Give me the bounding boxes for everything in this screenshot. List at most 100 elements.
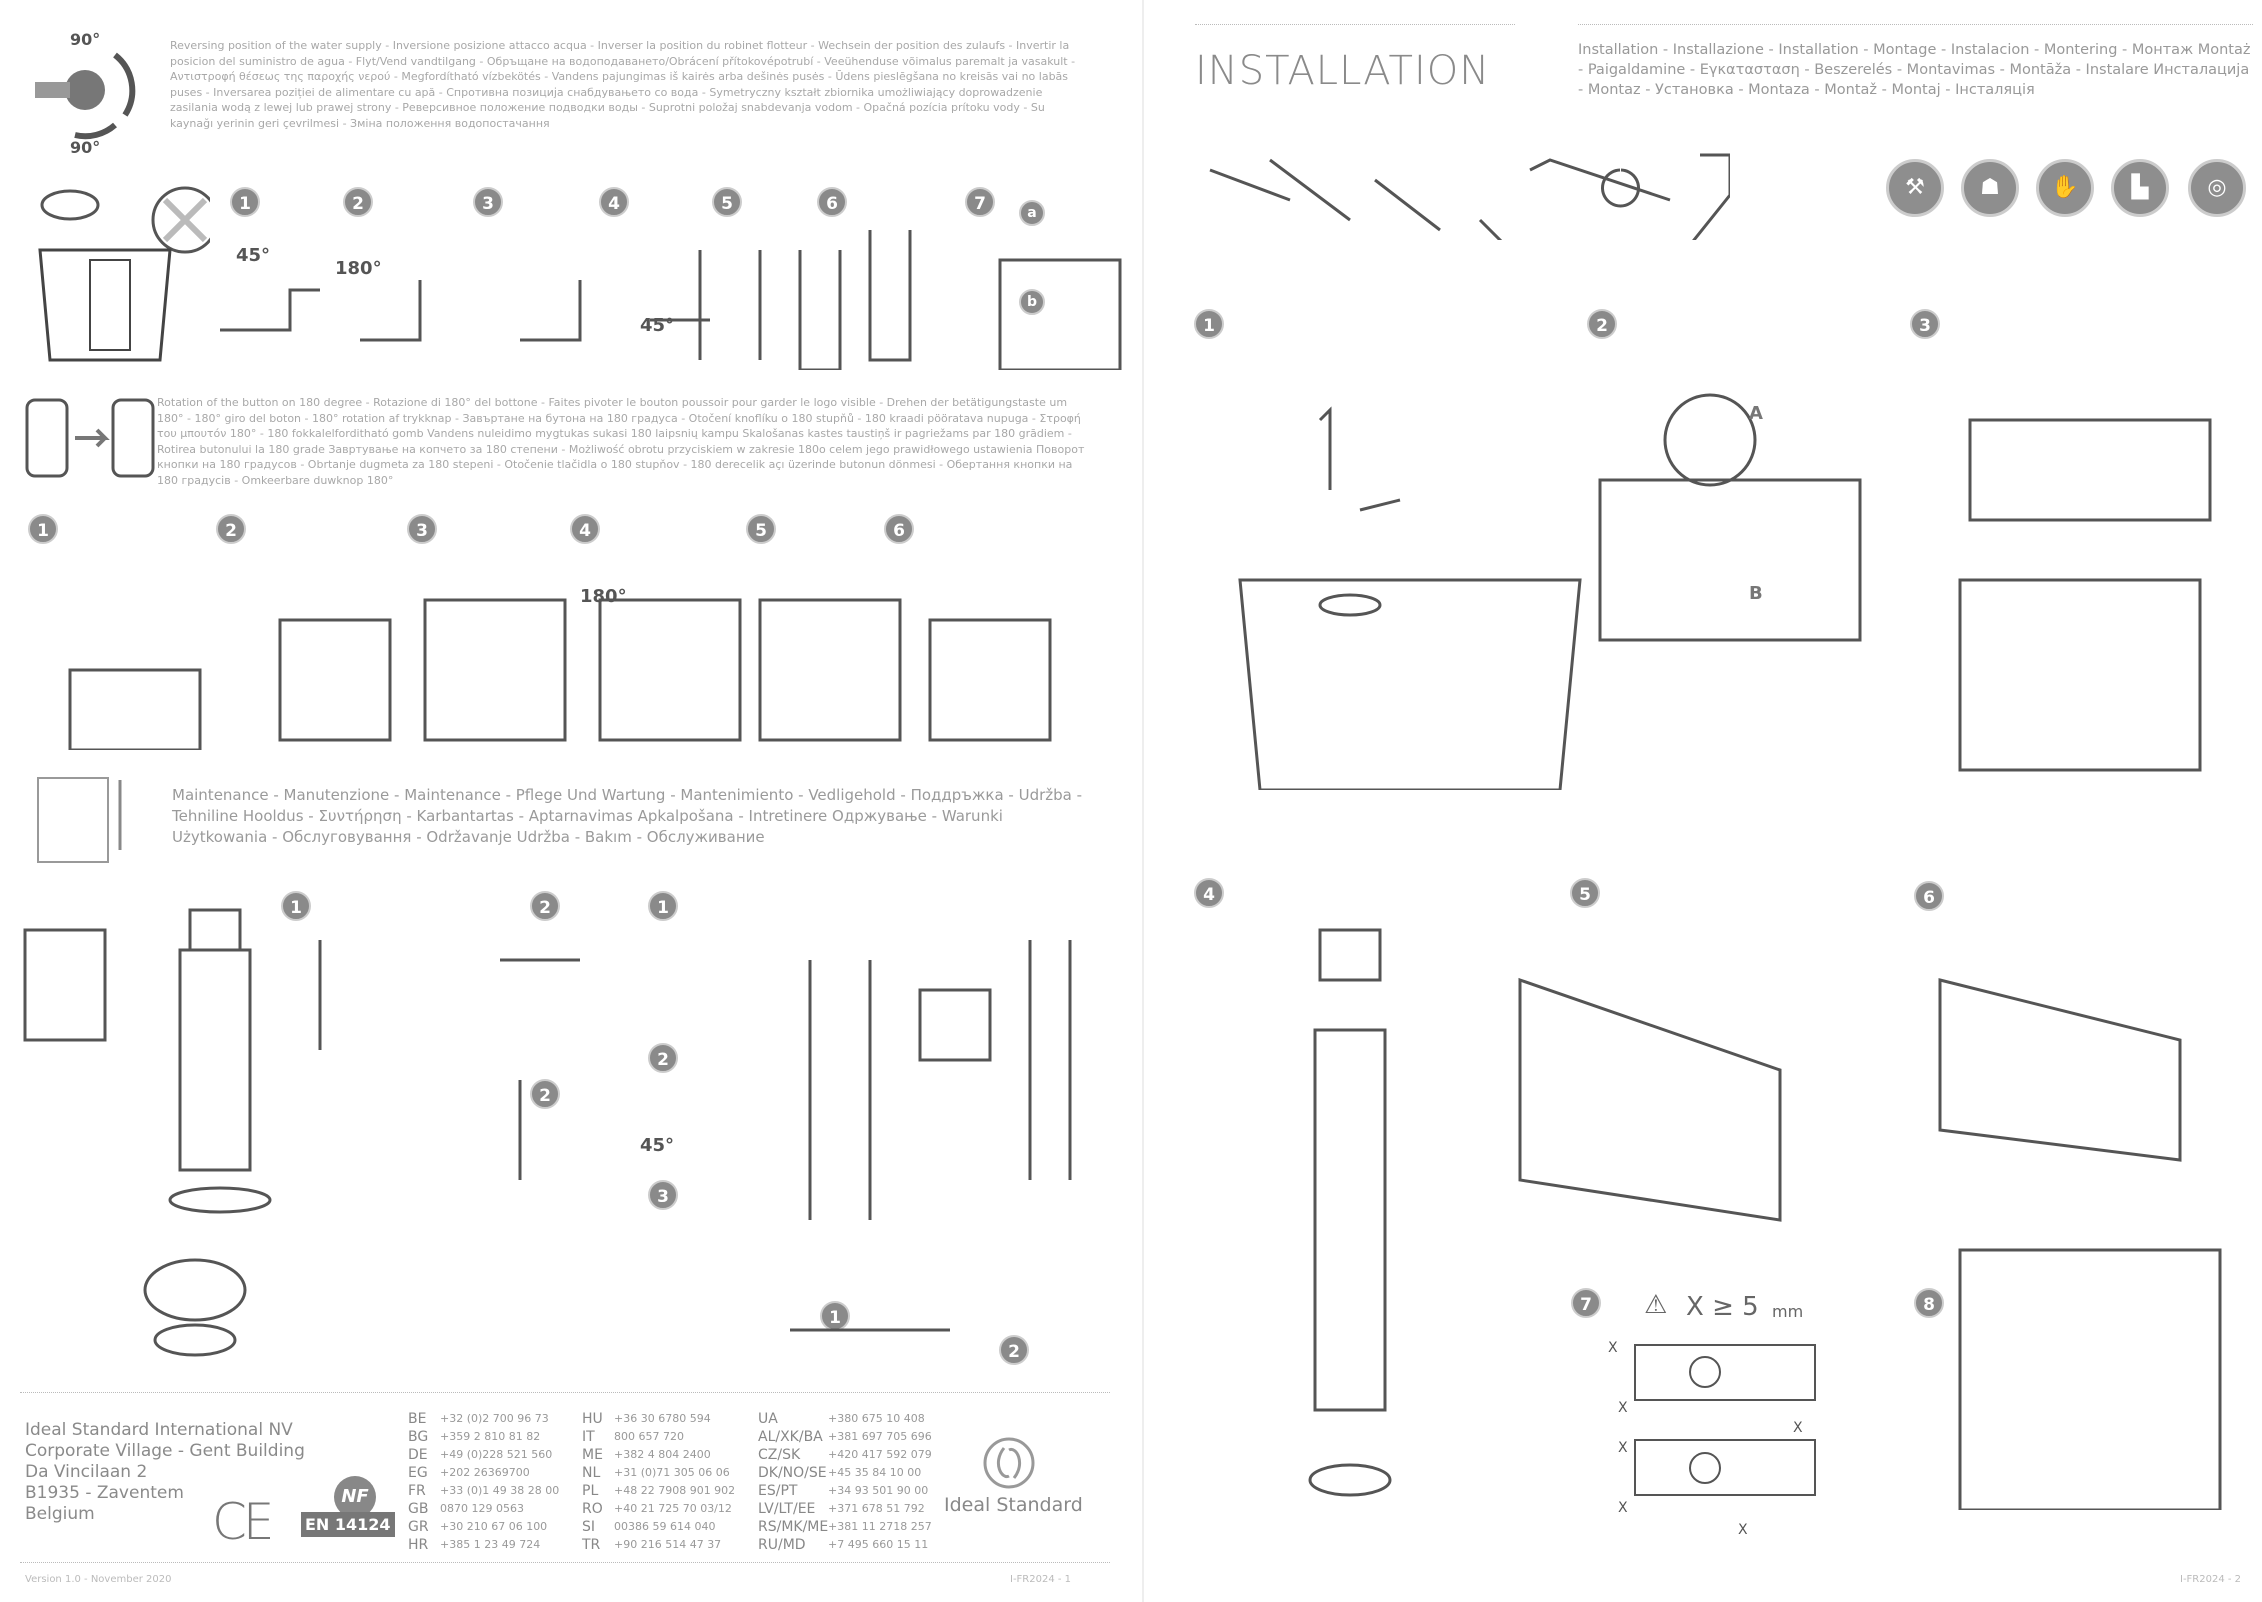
reversing-text: Reversing position of the water supply -…	[170, 39, 1076, 130]
page-divider	[1142, 0, 1144, 1602]
country-code: TR	[582, 1537, 601, 1553]
phone-number: +49 (0)228 521 560	[440, 1448, 553, 1461]
x-mark: X	[1618, 1500, 1628, 1516]
rotation-step-4: 4	[570, 514, 600, 544]
nf-mark: NF	[334, 1476, 376, 1518]
country-code: ME	[582, 1447, 603, 1463]
country-code: BG	[408, 1429, 429, 1445]
maint-step-inlet-2: 2	[999, 1335, 1029, 1365]
phone-number: +34 93 501 90 00	[828, 1484, 929, 1497]
rotation-180-label: 180°	[580, 586, 627, 607]
country-code: UA	[758, 1411, 778, 1427]
protective-clothing-icon: ☗	[1961, 159, 2019, 217]
phone-number: +202 26369700	[440, 1466, 530, 1479]
phone-number: +420 417 592 079	[828, 1448, 932, 1461]
rotation-text: Rotation of the button on 180 degree - R…	[157, 396, 1085, 487]
button-rotation-icon	[25, 398, 155, 478]
phone-number: 0870 129 0563	[440, 1502, 524, 1515]
phone-number: +45 35 84 10 00	[828, 1466, 922, 1479]
phone-number: +381 11 2718 257	[828, 1520, 932, 1533]
country-code: RS/MK/ME	[758, 1519, 829, 1535]
phone-number: +385 1 23 49 724	[440, 1538, 541, 1551]
country-code: CZ/SK	[758, 1447, 801, 1463]
angle-45-label: 45°	[236, 245, 271, 266]
tools-illustration	[1200, 140, 1732, 262]
phone-number: +371 678 51 792	[828, 1502, 925, 1515]
page-ref-left: I-FR2024 - 1	[1010, 1574, 1072, 1585]
step-1-badge: 1	[230, 187, 260, 217]
country-code: HR	[408, 1537, 429, 1553]
country-code: ES/PT	[758, 1483, 798, 1499]
footer-divider-bottom	[20, 1562, 1110, 1563]
install-step-4: 4	[1194, 878, 1224, 908]
ideal-standard-logo	[982, 1436, 1036, 1490]
valve-illustrations	[200, 220, 1140, 372]
step-5-badge: 5	[712, 187, 742, 217]
company-address: Ideal Standard International NV Corporat…	[25, 1420, 305, 1525]
country-code: DE	[408, 1447, 428, 1463]
label-b: b	[1019, 289, 1045, 315]
country-code: DK/NO/SE	[758, 1465, 827, 1481]
x-mark: X	[1608, 1340, 1618, 1356]
header-divider-left	[1195, 24, 1515, 25]
rotation-step-1: 1	[28, 514, 58, 544]
maintenance-text: Maintenance - Manutenzione - Maintenance…	[172, 786, 1083, 846]
install-step-2: 2	[1587, 309, 1617, 339]
country-code: GB	[408, 1501, 429, 1517]
step-6-badge: 6	[817, 187, 847, 217]
goggles-icon: ◎	[2188, 159, 2246, 217]
country-code: SI	[582, 1519, 596, 1535]
phone-number: +382 4 804 2400	[614, 1448, 711, 1461]
maint-step-fill-3: 3	[648, 1180, 678, 1210]
address-line: Ideal Standard International NV	[25, 1420, 293, 1440]
country-code: FR	[408, 1483, 426, 1499]
phone-number: +380 675 10 408	[828, 1412, 925, 1425]
en-standard-badge: EN 14124	[301, 1512, 395, 1537]
phone-number: +90 216 514 47 37	[614, 1538, 722, 1551]
label-B: B	[1749, 583, 1763, 604]
footer-divider-top	[20, 1392, 1110, 1393]
angle-180-label: 180°	[335, 258, 382, 279]
country-code: RO	[582, 1501, 603, 1517]
install-step-5: 5	[1570, 878, 1600, 908]
rotation-step-2: 2	[216, 514, 246, 544]
country-code: BE	[408, 1411, 427, 1427]
page-title: INSTALLATION	[1195, 48, 1491, 94]
step-7-badge: 7	[965, 187, 995, 217]
x-mark: X	[1793, 1420, 1803, 1436]
rotation-step-6: 6	[884, 514, 914, 544]
country-code: EG	[408, 1465, 428, 1481]
step-2-badge: 2	[343, 187, 373, 217]
phone-number: 00386 59 614 040	[614, 1520, 716, 1533]
rotation-step-5: 5	[746, 514, 776, 544]
phone-number: +36 30 6780 594	[614, 1412, 711, 1425]
brand-name: Ideal Standard	[944, 1494, 1083, 1516]
eye-cistern-illustration	[30, 180, 219, 370]
address-line: B1935 - Zaventem	[25, 1483, 184, 1503]
rotation-step-3: 3	[407, 514, 437, 544]
angle-label-bottom: 90°	[70, 138, 101, 157]
phone-number: +359 2 810 81 82	[440, 1430, 541, 1443]
maint-step-fill-1: 1	[648, 891, 678, 921]
phone-number: +48 22 7908 901 902	[614, 1484, 736, 1497]
label-A: A	[1749, 403, 1763, 424]
phone-number: +381 697 705 696	[828, 1430, 932, 1443]
header-divider-right	[1578, 24, 2253, 25]
install-illustrations-top	[1200, 360, 2260, 792]
rotation-illustrations	[30, 560, 1090, 752]
step-4-badge: 4	[599, 187, 629, 217]
address-line: Belgium	[25, 1504, 95, 1524]
phone-number: 800 657 720	[614, 1430, 684, 1443]
maint-step-1: 1	[281, 891, 311, 921]
clearance-unit: mm	[1772, 1302, 1804, 1321]
install-step-3: 3	[1910, 309, 1940, 339]
install-step-1: 1	[1194, 309, 1224, 339]
maint-step-2: 2	[530, 891, 560, 921]
phone-number: +31 (0)71 305 06 06	[614, 1466, 730, 1479]
angle-label-top: 90°	[70, 30, 101, 49]
country-code: LV/LT/EE	[758, 1501, 816, 1517]
country-code: GR	[408, 1519, 429, 1535]
